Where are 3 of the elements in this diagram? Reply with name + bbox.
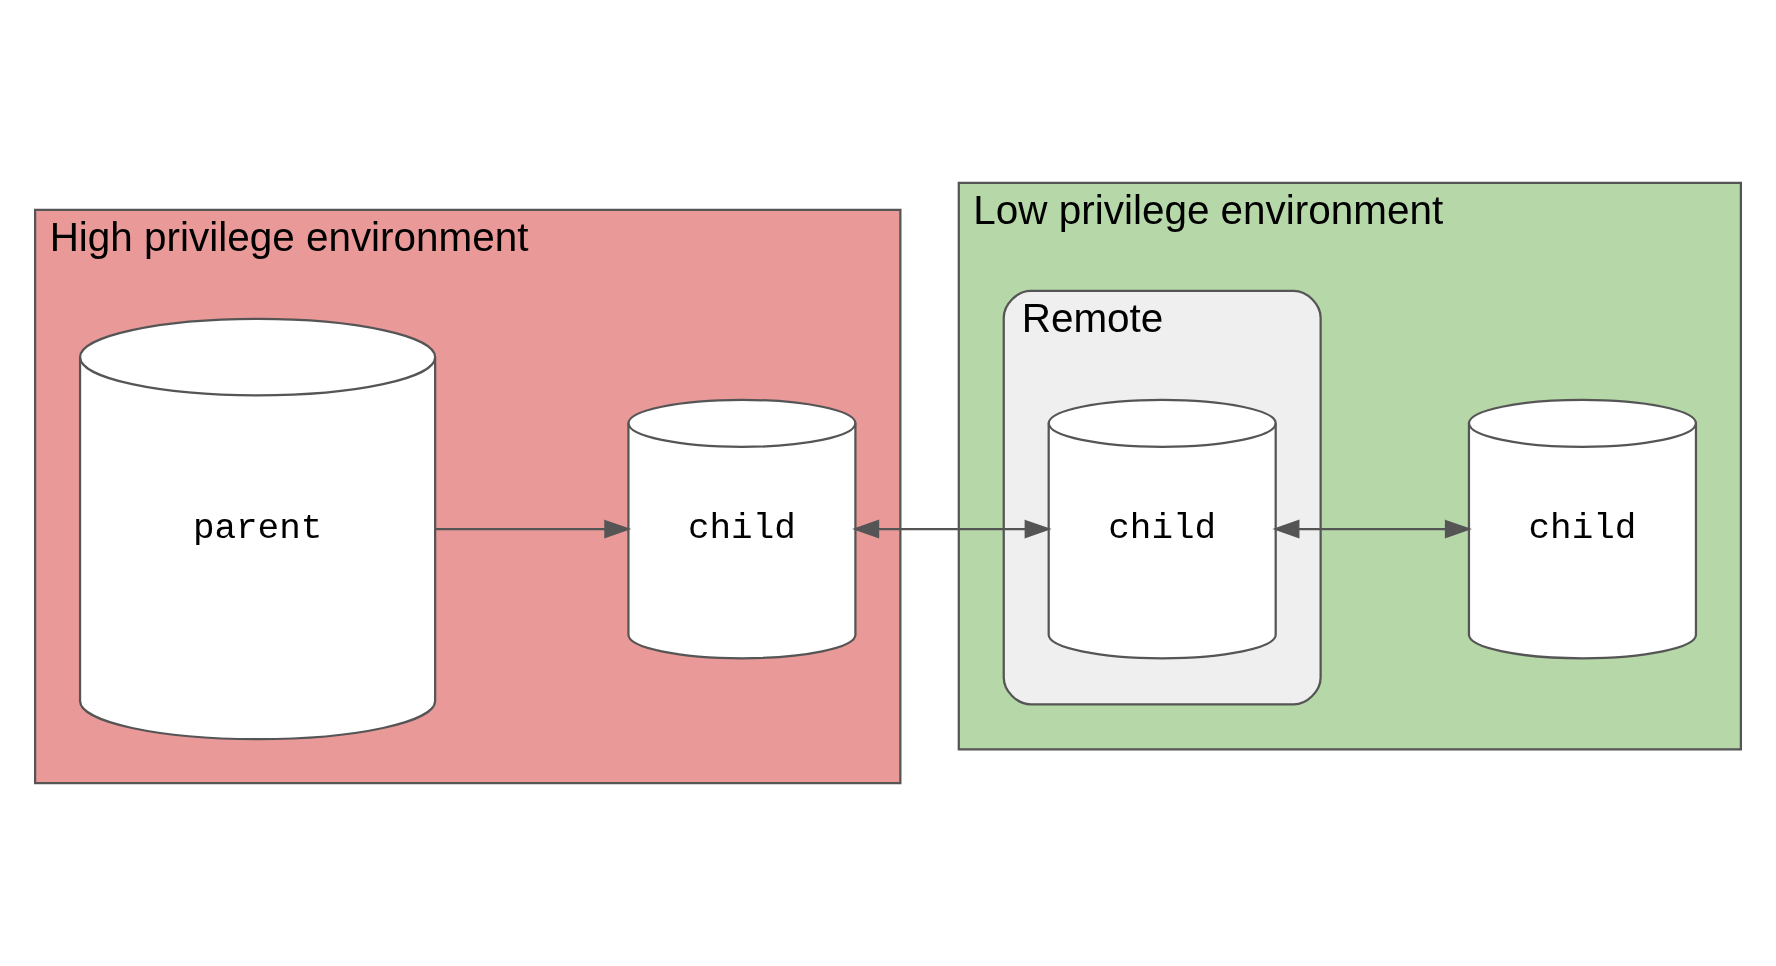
arrow bbox=[435, 519, 632, 539]
arrow bbox=[1272, 519, 1472, 539]
arrow bbox=[852, 519, 1052, 539]
